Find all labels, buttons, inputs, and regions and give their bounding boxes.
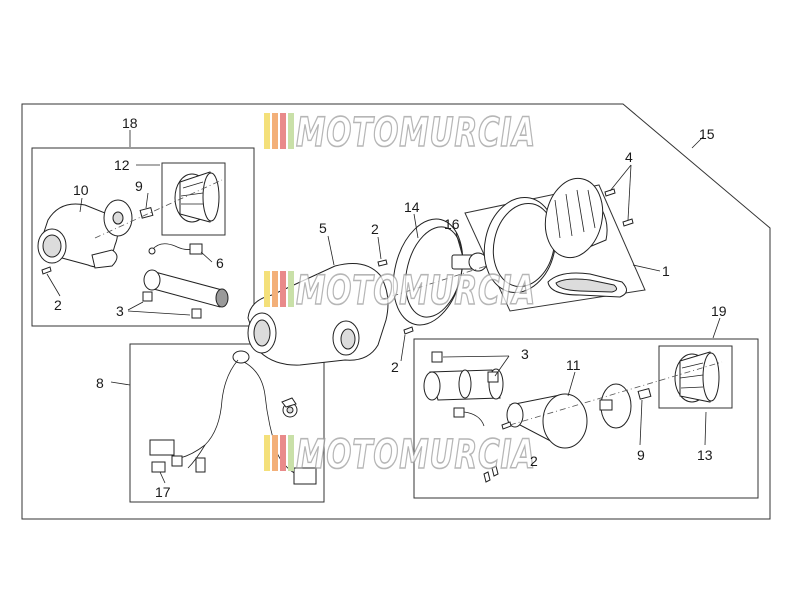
screw-small-a (491, 465, 499, 477)
headlight-bulb-16 (451, 252, 488, 272)
frame-12-lens-box (161, 162, 226, 236)
screw-2a (41, 266, 52, 275)
headlight-gasket-14 (392, 218, 464, 326)
callout-labels: 18 12 9 10 2 6 3 5 2 14 16 4 15 1 2 8 17… (54, 115, 727, 500)
wm-stripe (288, 435, 294, 471)
callout-2-shell: 2 (371, 221, 379, 237)
callout-10: 10 (73, 182, 89, 198)
frame-8 (129, 343, 325, 503)
callout-12: 12 (114, 157, 130, 173)
screw-2d (501, 421, 512, 430)
frame-19 (413, 338, 759, 499)
bulb-9-right (637, 387, 652, 400)
callout-15: 15 (699, 126, 715, 142)
callout-9-left: 9 (135, 178, 143, 194)
callout-3-left: 3 (116, 303, 124, 319)
wire-connector-6 (148, 243, 203, 255)
wm-stripe (280, 271, 286, 307)
frame-18 (31, 147, 255, 327)
indicator-lens-12 (174, 171, 220, 223)
bulb-17 (151, 461, 166, 473)
callout-4: 4 (625, 149, 633, 165)
headlight-shell-5 (247, 263, 389, 366)
callout-18: 18 (122, 115, 138, 131)
nut-3b (191, 308, 202, 319)
callout-3-right: 3 (521, 346, 529, 362)
indicator-reflector-9 (103, 199, 133, 237)
wm-stripe (288, 113, 294, 149)
callout-14: 14 (404, 199, 420, 215)
indicator-housing-11 (506, 393, 588, 449)
screw-2c (403, 326, 414, 335)
indicator-stem-right (423, 368, 504, 401)
wm-stripe (264, 113, 270, 149)
screw-4a (604, 188, 616, 197)
callout-17: 17 (155, 484, 171, 500)
watermark-middle: MOTOMURCIA (264, 267, 536, 315)
watermark-text: MOTOMURCIA (296, 268, 536, 314)
wiring-harness-8 (149, 350, 317, 485)
wm-stripe (264, 435, 270, 471)
callout-13: 13 (697, 447, 713, 463)
wm-stripe (288, 271, 294, 307)
leader-lines (46, 130, 721, 484)
wire-connector-right (453, 407, 485, 427)
screw-4b (622, 218, 634, 227)
callout-19: 19 (711, 303, 727, 319)
nut-3d (487, 371, 499, 383)
wm-stripe (280, 435, 286, 471)
indicator-reflector-right (599, 383, 632, 429)
wm-stripe (272, 435, 278, 471)
wm-stripe (272, 113, 278, 149)
callout-5: 5 (319, 220, 327, 236)
watermark-bottom: MOTOMURCIA (264, 431, 536, 479)
nut-3c (431, 351, 443, 363)
frame-13-lens-box (658, 345, 733, 409)
watermark-text: MOTOMURCIA (296, 432, 536, 478)
callout-16: 16 (444, 216, 460, 232)
wm-stripe (272, 271, 278, 307)
indicator-stem-left (143, 269, 229, 308)
screw-2b (377, 259, 388, 267)
indicator-lens-13 (674, 351, 720, 403)
callout-8: 8 (96, 375, 104, 391)
screw-small-b (483, 471, 491, 483)
callout-6: 6 (216, 255, 224, 271)
wm-stripe (280, 113, 286, 149)
wm-stripe (264, 271, 270, 307)
watermark-top: MOTOMURCIA (264, 109, 536, 157)
indicator-housing-10 (37, 203, 119, 269)
callout-2-lower: 2 (391, 359, 399, 375)
nut-3a (142, 291, 153, 302)
callout-1: 1 (662, 263, 670, 279)
callout-9-right: 9 (637, 447, 645, 463)
outer-frame (21, 103, 771, 520)
callout-11: 11 (566, 357, 581, 373)
headlight-unit-1 (483, 177, 627, 298)
watermark-text: MOTOMURCIA (296, 110, 536, 156)
callout-2-right: 2 (530, 453, 538, 469)
callout-2-left: 2 (54, 297, 62, 313)
